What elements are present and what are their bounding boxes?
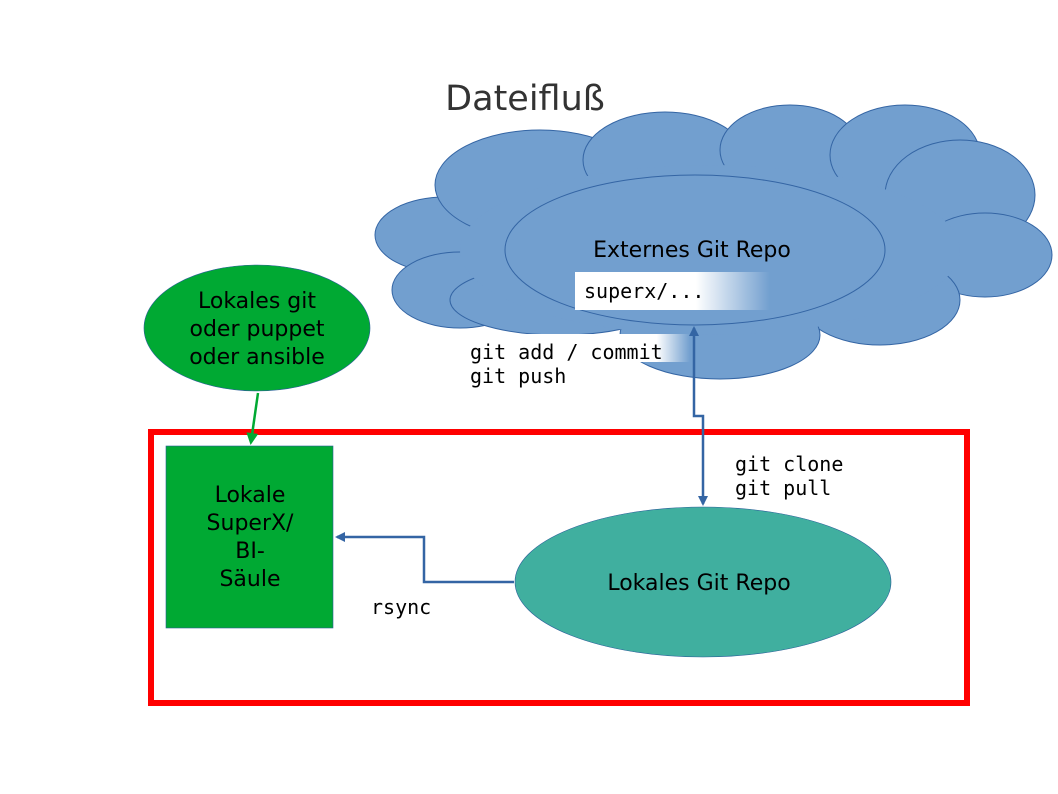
config-label-line2: oder puppet — [190, 317, 325, 342]
push-label-background — [468, 334, 690, 362]
rsync-arrow — [335, 532, 514, 584]
bi-box-line1: Lokale — [215, 483, 286, 508]
config-to-bi-arrow — [246, 392, 260, 445]
config-management-ellipse — [143, 264, 371, 392]
clone-label-line2: git pull — [735, 476, 831, 500]
clone-push-connector — [689, 326, 708, 506]
path-label-background — [575, 272, 770, 310]
push-label-line1: git add / commit — [470, 340, 663, 364]
external-repo-label: Externes Git Repo — [593, 238, 791, 263]
config-label-line1: Lokales git — [198, 289, 316, 314]
local-system-boundary — [148, 429, 970, 706]
path-label: superx/... — [584, 279, 704, 303]
config-label-line3: oder ansible — [189, 345, 325, 370]
diagram-title: Dateifluß — [445, 79, 605, 119]
bi-box-line3: BI- — [235, 539, 265, 564]
bi-saeule-box — [165, 445, 334, 629]
clone-label-line1: git clone — [735, 452, 843, 476]
push-label-line2: git push — [470, 364, 566, 388]
local-repo-label: Lokales Git Repo — [607, 571, 790, 596]
rsync-label: rsync — [371, 595, 431, 619]
bi-box-line4: Säule — [219, 567, 280, 592]
bi-box-line2: SuperX/ — [207, 511, 295, 536]
local-repo-ellipse — [514, 506, 892, 658]
